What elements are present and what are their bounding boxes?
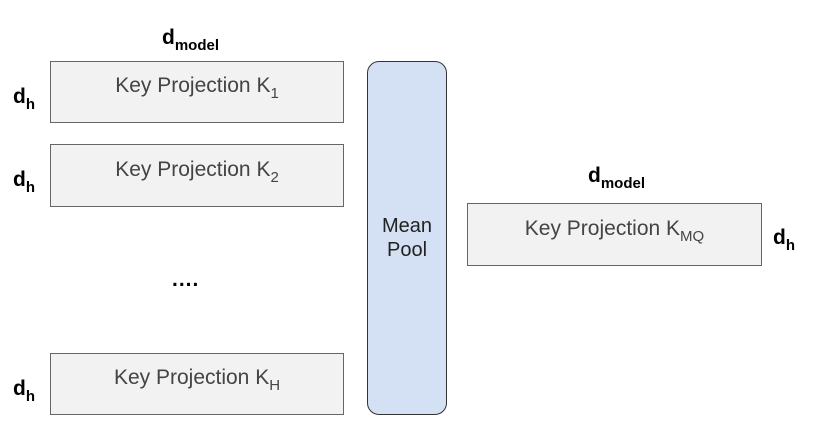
key-projection-box-mq: Key Projection KMQ bbox=[467, 203, 762, 266]
dmodel-label-right: dmodel bbox=[588, 164, 646, 192]
key-projection-box-2: Key Projection K2 bbox=[50, 144, 344, 207]
key-projection-box-h: Key Projection KH bbox=[50, 353, 344, 415]
mean-pool-label: Mean Pool bbox=[381, 215, 433, 261]
mean-pool-block: Mean Pool bbox=[367, 61, 447, 415]
dh-label-right: dh bbox=[773, 226, 795, 254]
dh-label-row-h: dh bbox=[13, 377, 35, 405]
key-projection-box-1: Key Projection K1 bbox=[50, 61, 344, 123]
ellipsis: .... bbox=[172, 268, 200, 291]
dh-label-row-1: dh bbox=[13, 85, 35, 113]
dmodel-label-left: dmodel bbox=[162, 26, 220, 54]
dh-label-row-2: dh bbox=[13, 168, 35, 196]
